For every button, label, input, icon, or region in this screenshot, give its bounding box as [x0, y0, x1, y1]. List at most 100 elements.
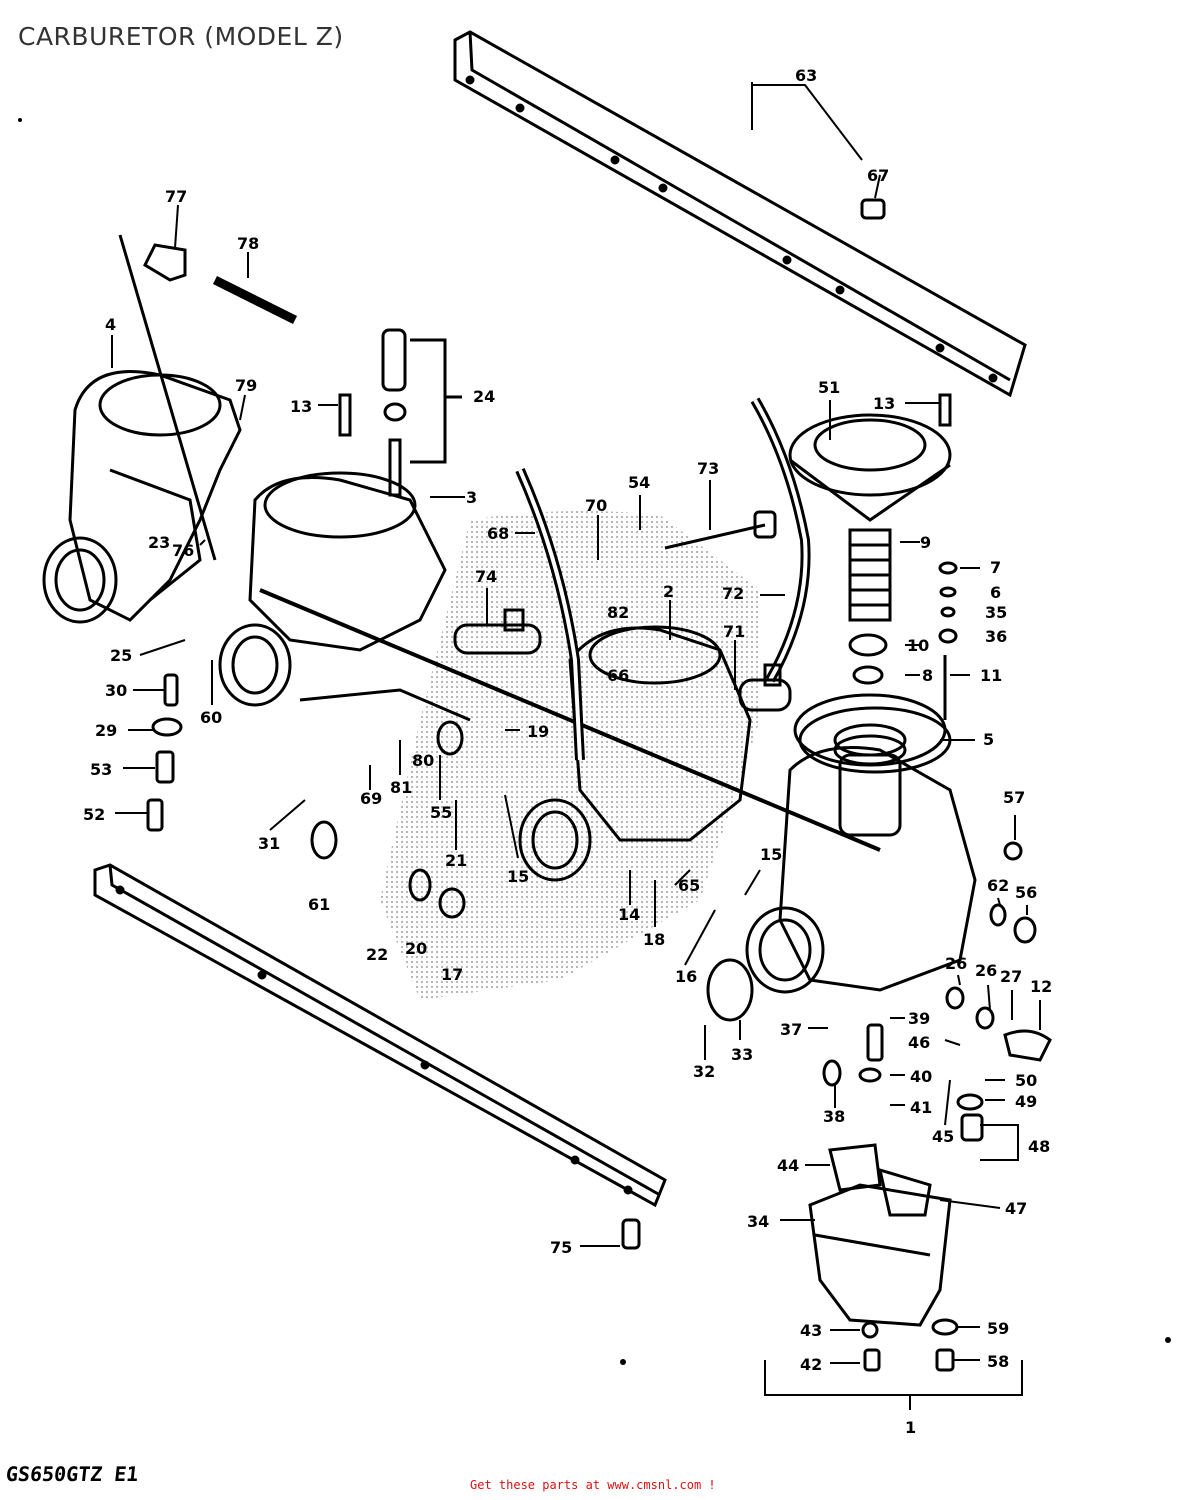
- callout-11: 11: [980, 666, 1002, 685]
- top-bracket-63: [453, 30, 1027, 398]
- callout-79: 79: [235, 376, 257, 395]
- callout-62: 62: [987, 876, 1009, 895]
- callout-16: 16: [675, 967, 697, 986]
- pipe-24: [381, 328, 462, 497]
- callout-67: 67: [867, 166, 889, 185]
- callout-21: 21: [445, 851, 467, 870]
- spring-9: [848, 528, 892, 622]
- callout-71: 71: [723, 622, 745, 641]
- callout-26a: 26: [945, 954, 967, 973]
- callout-13a: 13: [290, 397, 312, 416]
- callout-59: 59: [987, 1319, 1009, 1338]
- callout-2: 2: [663, 582, 674, 601]
- diaphragm-5: [793, 693, 947, 767]
- callout-36: 36: [985, 627, 1007, 646]
- float-chamber-34: [808, 1143, 952, 1327]
- callout-47: 47: [1005, 1199, 1027, 1218]
- callout-8: 8: [922, 666, 933, 685]
- callout-29: 29: [95, 721, 117, 740]
- callout-44: 44: [777, 1156, 799, 1175]
- callout-7: 7: [990, 558, 1001, 577]
- callout-27: 27: [1000, 967, 1022, 986]
- callout-4: 4: [105, 315, 116, 334]
- callout-18: 18: [643, 930, 665, 949]
- callout-77: 77: [165, 187, 187, 206]
- callout-31: 31: [258, 834, 280, 853]
- callout-10: 10: [907, 636, 929, 655]
- halftone-shading: [380, 511, 760, 1000]
- callout-39: 39: [908, 1009, 930, 1028]
- callout-24: 24: [473, 387, 495, 406]
- callout-13b: 13: [873, 394, 895, 413]
- callout-66: 66: [607, 666, 629, 685]
- callout-63: 63: [795, 66, 817, 85]
- callout-53: 53: [90, 760, 112, 779]
- joint-pipe-71: [738, 663, 792, 712]
- callout-33: 33: [731, 1045, 753, 1064]
- callout-65: 65: [678, 876, 700, 895]
- callout-42: 42: [800, 1355, 822, 1374]
- carb-top-cap-51: [788, 413, 952, 522]
- callout-9: 9: [920, 533, 931, 552]
- callout-38: 38: [823, 1107, 845, 1126]
- callout-82: 82: [607, 603, 629, 622]
- callout-49: 49: [1015, 1092, 1037, 1111]
- callout-19: 19: [527, 722, 549, 741]
- callout-32: 32: [693, 1062, 715, 1081]
- callout-45: 45: [932, 1127, 954, 1146]
- callout-12: 12: [1030, 977, 1052, 996]
- callout-50: 50: [1015, 1071, 1037, 1090]
- callout-15b: 15: [760, 845, 782, 864]
- callout-52: 52: [83, 805, 105, 824]
- callout-78: 78: [237, 234, 259, 253]
- parts-shop-link[interactable]: Get these parts at www.cmsnl.com !: [470, 1478, 716, 1492]
- callout-23: 23: [148, 533, 170, 552]
- callout-69: 69: [360, 789, 382, 808]
- small-hardware: [146, 198, 1052, 1372]
- callout-1: 1: [905, 1418, 916, 1437]
- callout-73: 73: [697, 459, 719, 478]
- carburetor-body-third: [518, 625, 752, 882]
- callout-37: 37: [780, 1020, 802, 1039]
- part-callouts: 1 2 3 4 5 6 7 8 9 10 11 12 13 13 14 15 1…: [83, 66, 1052, 1437]
- stay-77: [118, 234, 217, 561]
- callout-41: 41: [910, 1098, 932, 1117]
- callout-60: 60: [200, 708, 222, 727]
- callout-34: 34: [747, 1212, 769, 1231]
- bottom-bracket: [93, 863, 667, 1208]
- callout-14: 14: [618, 905, 640, 924]
- callout-81: 81: [390, 778, 412, 797]
- callout-48: 48: [1028, 1137, 1050, 1156]
- cover-33: [706, 958, 754, 1022]
- callout-17: 17: [441, 965, 463, 984]
- callout-26b: 26: [975, 961, 997, 980]
- callout-51: 51: [818, 378, 840, 397]
- callout-55: 55: [430, 803, 452, 822]
- carburetor-body-second: [218, 471, 471, 722]
- callout-22: 22: [366, 945, 388, 964]
- callout-20: 20: [405, 939, 427, 958]
- callout-15a: 15: [507, 867, 529, 886]
- callout-58: 58: [987, 1352, 1009, 1371]
- vent-hose-72: [750, 397, 811, 683]
- throttle-shaft: [259, 588, 881, 852]
- callout-40: 40: [910, 1067, 932, 1086]
- callout-35: 35: [985, 603, 1007, 622]
- callout-72: 72: [722, 584, 744, 603]
- callout-68: 68: [487, 524, 509, 543]
- callout-6: 6: [990, 583, 1001, 602]
- leader-lines: [111, 82, 1041, 1410]
- callout-43: 43: [800, 1321, 822, 1340]
- callout-57: 57: [1003, 788, 1025, 807]
- callout-25: 25: [110, 646, 132, 665]
- callout-70: 70: [585, 496, 607, 515]
- callout-30: 30: [105, 681, 127, 700]
- callout-61: 61: [308, 895, 330, 914]
- screw-73: [664, 510, 777, 550]
- callout-56: 56: [1015, 883, 1037, 902]
- callout-74: 74: [475, 567, 497, 586]
- callout-54: 54: [628, 473, 650, 492]
- callout-46: 46: [908, 1033, 930, 1052]
